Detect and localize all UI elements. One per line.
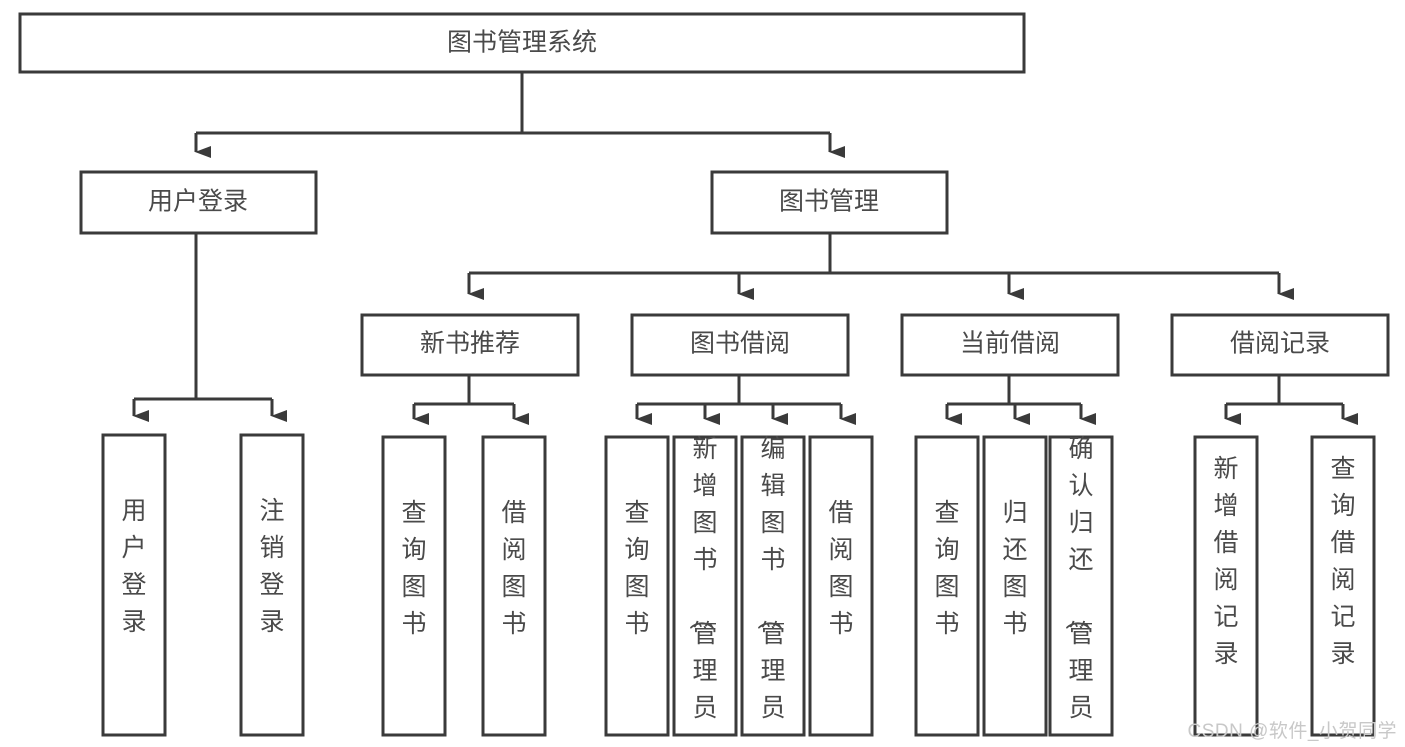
node-user-login-label: 用户登录 bbox=[148, 188, 248, 216]
connector-group-new-books bbox=[412, 376, 529, 425]
leaf-node-user-login-0[interactable]: 用户登录 bbox=[101, 433, 167, 737]
leaf-node-records-0[interactable]: 新增借阅记录 bbox=[1193, 435, 1259, 737]
leaf-node-current-2-label: 确认归还（管理员） bbox=[1062, 435, 1093, 747]
leaf-node-borrow-1-label: 新增图书（管理员） bbox=[686, 435, 717, 747]
leaf-node-records-0-box[interactable] bbox=[1193, 435, 1259, 737]
node-borrow-records-label: 借阅记录 bbox=[1230, 330, 1330, 358]
leaf-node-current-0-label: 查询图书 bbox=[934, 499, 959, 638]
leaf-node-borrow-2-label: 编辑图书（管理员） bbox=[754, 435, 785, 747]
leaf-node-borrow-2[interactable]: 编辑图书（管理员） bbox=[740, 435, 806, 747]
leaf-node-current-2[interactable]: 确认归还（管理员） bbox=[1048, 435, 1114, 747]
node-root-system[interactable]: 图书管理系统 bbox=[18, 12, 1026, 74]
leaf-node-borrow-2-box[interactable] bbox=[740, 435, 806, 737]
leaf-node-records-1[interactable]: 查询借阅记录 bbox=[1310, 435, 1376, 737]
connector-group-book-mgmt bbox=[467, 233, 1294, 300]
connector-group-borrow bbox=[635, 376, 856, 425]
node-root-label: 图书管理系统 bbox=[447, 29, 597, 57]
node-borrow-records[interactable]: 借阅记录 bbox=[1170, 313, 1390, 377]
leaf-node-new-books-1-box[interactable] bbox=[481, 435, 547, 737]
leaf-node-user-login-1-box[interactable] bbox=[239, 433, 305, 737]
leaf-node-new-books-1-label: 借阅图书 bbox=[501, 499, 526, 638]
leaf-node-borrow-3-box[interactable] bbox=[808, 435, 874, 737]
leaf-node-new-books-1[interactable]: 借阅图书 bbox=[481, 435, 547, 737]
leaf-node-current-1-box[interactable] bbox=[982, 435, 1048, 737]
node-root-box[interactable] bbox=[18, 12, 1026, 74]
leaf-node-records-0-label: 新增借阅记录 bbox=[1213, 455, 1238, 668]
node-book-borrow-box[interactable] bbox=[630, 313, 850, 377]
leaf-node-current-0[interactable]: 查询图书 bbox=[914, 435, 980, 737]
leaf-node-borrow-3-label: 借阅图书 bbox=[828, 499, 853, 638]
leaf-node-new-books-0[interactable]: 查询图书 bbox=[381, 435, 447, 737]
leaf-node-borrow-1-box[interactable] bbox=[672, 435, 738, 737]
leaf-node-records-1-label: 查询借阅记录 bbox=[1330, 455, 1355, 668]
connector-group-records bbox=[1224, 376, 1358, 425]
node-book-management[interactable]: 图书管理 bbox=[710, 170, 949, 235]
leaf-node-borrow-0-label: 查询图书 bbox=[624, 499, 649, 638]
node-book-borrow-label: 图书借阅 bbox=[690, 330, 790, 358]
leaf-node-current-0-box[interactable] bbox=[914, 435, 980, 737]
leaf-node-borrow-0-box[interactable] bbox=[604, 435, 670, 737]
leaf-node-user-login-1-label: 注销登录 bbox=[259, 497, 284, 636]
connector-group-current bbox=[945, 376, 1096, 425]
node-current-borrow-box[interactable] bbox=[900, 313, 1120, 377]
leaf-node-new-books-0-label: 查询图书 bbox=[401, 499, 426, 638]
node-new-book-recommend-box[interactable] bbox=[360, 313, 580, 377]
node-new-book-recommend[interactable]: 新书推荐 bbox=[360, 313, 580, 377]
leaf-node-new-books-0-box[interactable] bbox=[381, 435, 447, 737]
leaf-node-borrow-0[interactable]: 查询图书 bbox=[604, 435, 670, 737]
leaf-node-records-1-box[interactable] bbox=[1310, 435, 1376, 737]
csdn-watermark: CSDN @软件_小贺同学 bbox=[1187, 721, 1397, 742]
leaf-node-borrow-1[interactable]: 新增图书（管理员） bbox=[672, 435, 738, 747]
leaf-node-user-login-1[interactable]: 注销登录 bbox=[239, 433, 305, 737]
node-book-management-label: 图书管理 bbox=[779, 188, 879, 216]
connector-group-root bbox=[194, 72, 845, 158]
leaf-node-current-2-box[interactable] bbox=[1048, 435, 1114, 737]
node-user-login-box[interactable] bbox=[79, 170, 318, 235]
leaf-node-user-login-0-label: 用户登录 bbox=[121, 497, 146, 636]
node-new-book-recommend-label: 新书推荐 bbox=[420, 330, 520, 358]
leaf-node-current-1[interactable]: 归还图书 bbox=[982, 435, 1048, 737]
leaf-node-borrow-3[interactable]: 借阅图书 bbox=[808, 435, 874, 737]
node-borrow-records-box[interactable] bbox=[1170, 313, 1390, 377]
node-current-borrow-label: 当前借阅 bbox=[960, 330, 1060, 358]
node-book-management-box[interactable] bbox=[710, 170, 949, 235]
node-book-borrow[interactable]: 图书借阅 bbox=[630, 313, 850, 377]
node-user-login[interactable]: 用户登录 bbox=[79, 170, 318, 235]
connector-group-user-login bbox=[132, 233, 287, 422]
leaf-node-user-login-0-box[interactable] bbox=[101, 433, 167, 737]
node-current-borrow[interactable]: 当前借阅 bbox=[900, 313, 1120, 377]
leaf-node-current-1-label: 归还图书 bbox=[1002, 499, 1027, 638]
